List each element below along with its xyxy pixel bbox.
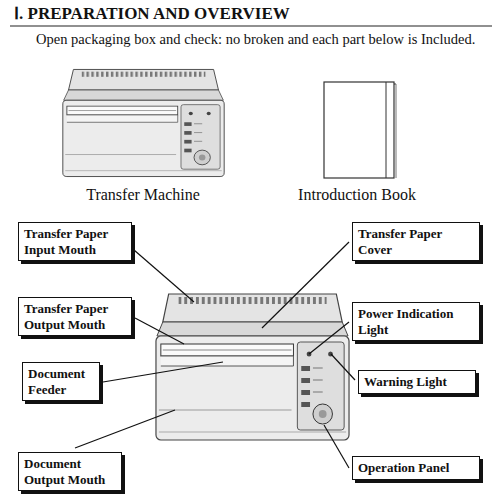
- introduction-book: [324, 82, 396, 178]
- part-caption: Transfer Machine: [53, 186, 233, 204]
- small-machine: [63, 69, 224, 176]
- part-caption: Introduction Book: [267, 186, 447, 204]
- callout-box: Operation Panel: [352, 456, 480, 480]
- large-machine: [156, 294, 349, 440]
- section-heading: Ⅰ. PREPARATION AND OVERVIEW: [14, 3, 290, 24]
- callout-label: Operation Panel: [358, 460, 474, 476]
- callout-box: Warning Light: [358, 370, 476, 394]
- callout-box: Document Output Mouth: [18, 452, 122, 491]
- title-rule: [10, 25, 492, 26]
- callout-label: Document Feeder: [28, 366, 94, 397]
- callout-label: Transfer Paper Input Mouth: [24, 226, 126, 257]
- callout-label: Warning Light: [364, 374, 470, 390]
- instruction-text: Open packaging box and check: no broken …: [14, 30, 486, 48]
- callout-label: Document Output Mouth: [24, 456, 116, 487]
- callout-box: Transfer Paper Cover: [352, 222, 480, 261]
- callout-box: Transfer Paper Output Mouth: [18, 297, 132, 336]
- callout-label: Transfer Paper Output Mouth: [24, 301, 126, 332]
- callout-box: Transfer Paper Input Mouth: [18, 222, 132, 261]
- callout-label: Transfer Paper Cover: [358, 226, 474, 257]
- callout-label: Power Indication Light: [358, 306, 474, 337]
- callout-box: Document Feeder: [22, 362, 100, 401]
- callout-box: Power Indication Light: [352, 302, 480, 341]
- leader-lines: [75, 242, 355, 468]
